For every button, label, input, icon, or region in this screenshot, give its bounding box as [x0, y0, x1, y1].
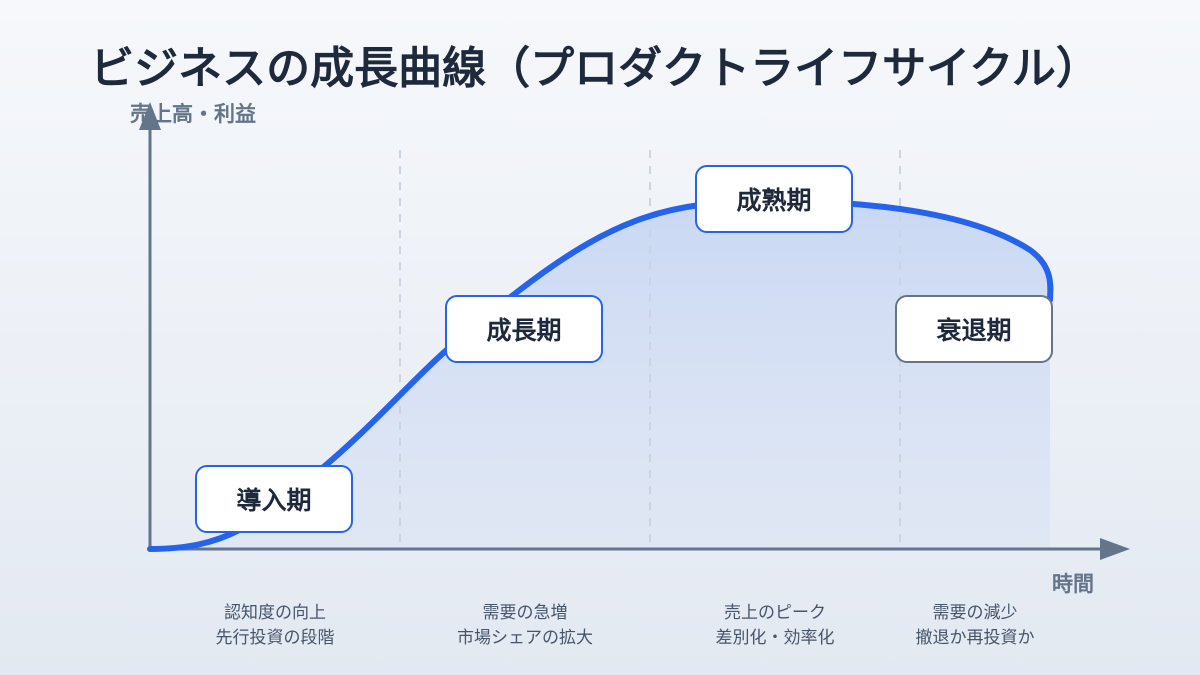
y-axis-arrow-icon [139, 102, 161, 130]
phase-description-maturity: 売上のピーク 差別化・効率化 [715, 603, 835, 648]
phase-description-growth: 需要の急増 市場シェアの拡大 [457, 603, 593, 648]
phase-description-introduction: 認知度の向上 先行投資の段階 [215, 603, 335, 648]
page-title: ビジネスの成長曲線（プロダクトライフサイクル） [90, 43, 1100, 94]
phase-description-decline: 需要の減少 撤退か再投資か [915, 603, 1035, 648]
curve-area-fill [150, 201, 1051, 550]
phase-label-decline: 衰退期 [895, 295, 1053, 363]
phase-label-introduction: 導入期 [195, 465, 353, 533]
phase-label-growth: 成長期 [445, 295, 603, 363]
y-axis-label: 売上高・利益 [130, 102, 256, 126]
x-axis-arrow-icon [1100, 538, 1130, 560]
phase-label-maturity: 成熟期 [695, 165, 853, 233]
x-axis-label: 時間 [1052, 572, 1094, 596]
